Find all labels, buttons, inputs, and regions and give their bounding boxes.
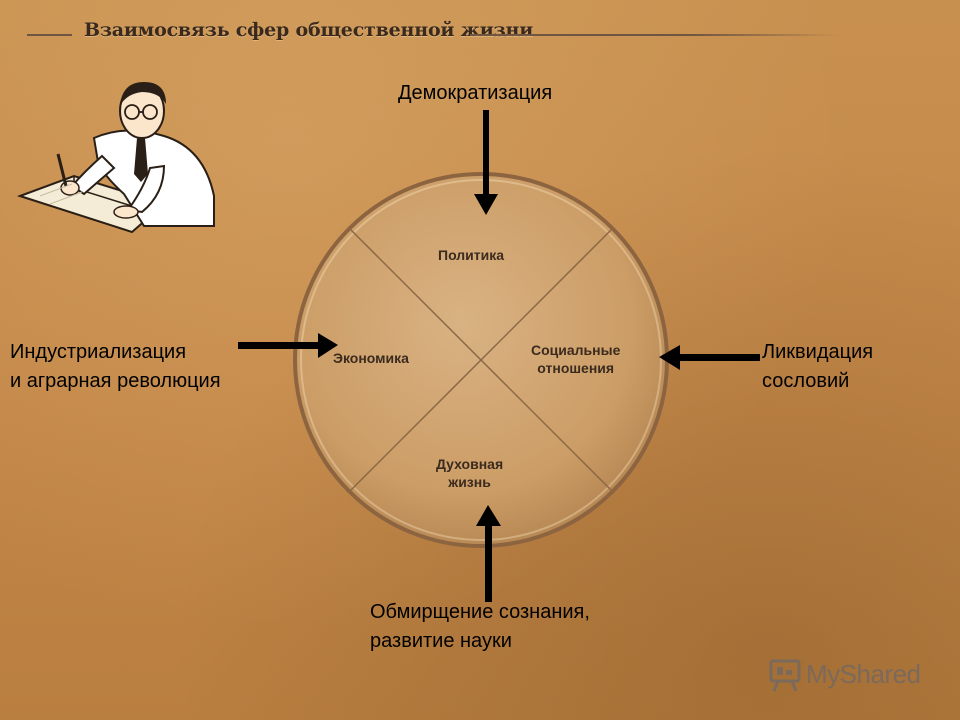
influence-right-line1: Ликвидация: [762, 341, 874, 363]
sector-social-line1: Социальные: [531, 342, 621, 358]
arrow-right: [659, 345, 760, 370]
influence-left-line2: и аграрная революция: [10, 370, 221, 392]
influence-bottom-label: Обмирщение сознания, развитие науки: [370, 598, 590, 656]
influence-bottom-line1: Обмирщение сознания,: [370, 601, 590, 623]
sector-economy-label: Экономика: [333, 350, 409, 366]
title-rule-right: [470, 34, 840, 36]
slide-title: Взаимосвязь сфер общественной жизни: [84, 19, 534, 41]
influence-left-label: Индустриализация и аграрная революция: [10, 338, 221, 396]
scholar-writing-illustration: [16, 82, 215, 234]
sector-spiritual-line1: Духовная: [436, 456, 504, 472]
influence-top-label: Демократизация: [398, 82, 553, 104]
influence-bottom-line2: развитие науки: [370, 630, 512, 652]
sector-politics-label: Политика: [438, 247, 505, 263]
sector-dividers: [348, 227, 614, 493]
watermark-text: MyShared: [806, 659, 921, 689]
arrow-bottom: [476, 505, 501, 602]
sector-spiritual-label: Духовная жизнь: [436, 455, 503, 491]
presentation-board-icon: [769, 659, 801, 692]
influence-left-line1: Индустриализация: [10, 341, 187, 363]
sector-spiritual-line2: жизнь: [448, 474, 491, 490]
sector-social-label: Социальные отношения: [531, 341, 620, 377]
title-rule-left: [27, 34, 72, 36]
arrow-left: [238, 333, 338, 358]
arrow-top: [474, 110, 498, 215]
sector-social-line2: отношения: [537, 360, 615, 376]
influence-right-label: Ликвидация сословий: [762, 338, 873, 396]
influence-right-line2: сословий: [762, 370, 850, 392]
